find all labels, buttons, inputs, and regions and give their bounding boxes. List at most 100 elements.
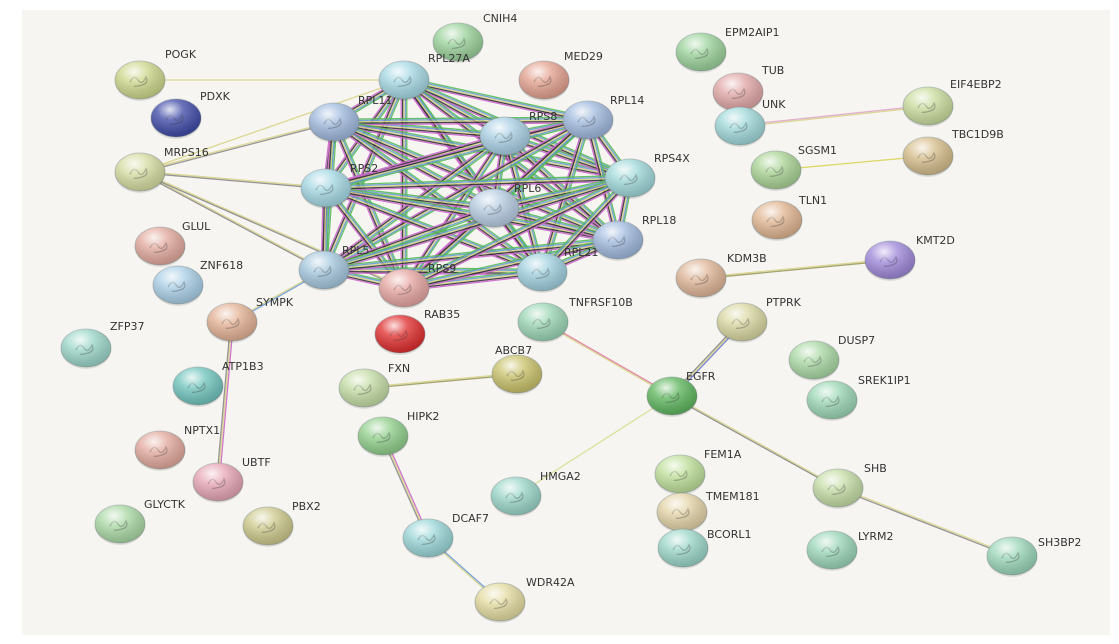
node-sympk[interactable]: SYMPK (206, 296, 294, 343)
node-label-nptx1: NPTX1 (184, 424, 220, 437)
node-label-epm2aip1: EPM2AIP1 (725, 26, 779, 39)
node-gloss (403, 519, 453, 557)
node-label-srek1ip1: SREK1IP1 (858, 374, 911, 387)
node-dusp7[interactable]: DUSP7 (788, 334, 875, 381)
evidence-line (217, 321, 233, 483)
node-gloss (193, 463, 243, 501)
node-rpl11[interactable]: RPL11 (308, 94, 392, 143)
node-zfp37[interactable]: ZFP37 (60, 320, 145, 369)
node-znf618[interactable]: ZNF618 (152, 259, 243, 306)
node-gloss (151, 99, 201, 137)
evidence-line (404, 77, 589, 120)
node-rps9[interactable]: RPS9 (378, 262, 456, 309)
interaction-edge-shb-sh3bp2 (837, 486, 1013, 558)
node-label-fem1a: FEM1A (704, 448, 742, 461)
node-gloss (605, 159, 655, 197)
node-label-lyrm2: LYRM2 (858, 530, 894, 543)
node-label-ptprk: PTPRK (766, 296, 802, 309)
node-gloss (95, 505, 145, 543)
node-sh3bp2[interactable]: SH3BP2 (986, 536, 1081, 577)
evidence-line (405, 78, 545, 271)
node-label-eif4ebp2: EIF4EBP2 (950, 78, 1002, 91)
node-tln1[interactable]: TLN1 (751, 194, 827, 241)
node-label-hipk2: HIPK2 (407, 410, 439, 423)
node-gloss (135, 227, 185, 265)
node-gloss (658, 529, 708, 567)
node-gloss (593, 221, 643, 259)
node-rps2[interactable]: RPS2 (300, 162, 378, 209)
evidence-line (325, 177, 631, 189)
node-rpl27a[interactable]: RPL27A (378, 52, 470, 101)
node-label-rps9: RPS9 (428, 262, 456, 275)
node-glyctk[interactable]: GLYCTK (94, 498, 186, 545)
evidence-line (700, 258, 890, 278)
evidence-line (333, 119, 589, 123)
evidence-line (403, 79, 589, 121)
node-label-rpl18: RPL18 (642, 214, 676, 227)
evidence-line (323, 135, 506, 271)
node-sgsm1[interactable]: SGSM1 (750, 144, 837, 191)
node-rpl18[interactable]: RPL18 (592, 214, 676, 261)
node-gloss (676, 33, 726, 71)
node-tub[interactable]: TUB (712, 64, 784, 113)
interaction-edge-tnfrsf10b-egfr (542, 320, 673, 398)
evidence-line (405, 137, 508, 290)
node-rpl21[interactable]: RPL21 (516, 246, 598, 293)
node-srek1ip1[interactable]: SREK1IP1 (806, 374, 911, 421)
interaction-edge-rpl14-rps2 (325, 116, 589, 192)
node-lyrm2[interactable]: LYRM2 (806, 530, 894, 571)
node-hmga2[interactable]: HMGA2 (490, 470, 581, 517)
node-label-rpl27a: RPL27A (428, 52, 470, 65)
node-unk[interactable]: UNK (714, 98, 786, 147)
node-tmem181[interactable]: TMEM181 (656, 490, 760, 533)
node-eif4ebp2[interactable]: EIF4EBP2 (902, 78, 1002, 127)
node-tnfrsf10b[interactable]: TNFRSF10B (517, 296, 633, 343)
node-ubtf[interactable]: UBTF (192, 456, 271, 503)
node-kmt2d[interactable]: KMT2D (864, 234, 955, 281)
node-label-fxn: FXN (388, 362, 410, 375)
node-gloss (309, 103, 359, 141)
node-gloss (207, 303, 257, 341)
node-label-rpl6: RPL6 (514, 182, 541, 195)
node-rpl6[interactable]: RPL6 (468, 182, 541, 229)
node-atp1b3[interactable]: ATP1B3 (172, 360, 264, 407)
node-fxn[interactable]: FXN (338, 362, 410, 409)
node-pogk[interactable]: POGK (114, 48, 197, 101)
node-gloss (807, 381, 857, 419)
node-cnih4[interactable]: CNIH4 (432, 12, 517, 63)
interaction-edge-egfr-shb (671, 394, 839, 490)
node-rpl14[interactable]: RPL14 (562, 94, 644, 141)
node-rps8[interactable]: RPS8 (479, 110, 557, 157)
node-epm2aip1[interactable]: EPM2AIP1 (675, 26, 779, 73)
node-abcb7[interactable]: ABCB7 (491, 344, 543, 395)
node-label-sh3bp2: SH3BP2 (1038, 536, 1081, 549)
node-shb[interactable]: SHB (812, 462, 887, 509)
node-tbc1d9b[interactable]: TBC1D9B (902, 128, 1004, 177)
node-dcaf7[interactable]: DCAF7 (402, 512, 489, 559)
node-bcorl1[interactable]: BCORL1 (657, 528, 751, 569)
node-label-bcorl1: BCORL1 (707, 528, 751, 541)
node-nptx1[interactable]: NPTX1 (134, 424, 220, 471)
node-gloss (807, 531, 857, 569)
node-pdxk[interactable]: PDXK (150, 90, 231, 139)
evidence-line (139, 120, 334, 172)
evidence-line (323, 177, 631, 271)
node-label-tbc1d9b: TBC1D9B (951, 128, 1004, 141)
node-label-sgsm1: SGSM1 (798, 144, 837, 157)
node-rab35[interactable]: RAB35 (374, 308, 460, 355)
evidence-line (335, 119, 544, 271)
node-egfr[interactable]: EGFR (646, 370, 716, 417)
node-gloss (153, 266, 203, 304)
node-fem1a[interactable]: FEM1A (654, 448, 742, 495)
node-mrps16[interactable]: MRPS16 (114, 146, 209, 193)
node-label-tnfrsf10b: TNFRSF10B (568, 296, 633, 309)
node-rps4x[interactable]: RPS4X (604, 152, 690, 199)
node-ptprk[interactable]: PTPRK (716, 296, 802, 343)
node-pbx2[interactable]: PBX2 (242, 500, 321, 547)
node-glul[interactable]: GLUL (134, 220, 211, 267)
node-hipk2[interactable]: HIPK2 (357, 410, 439, 457)
node-med29[interactable]: MED29 (518, 50, 603, 101)
node-rpl5[interactable]: RPL5 (298, 244, 369, 291)
node-kdm3b[interactable]: KDM3B (675, 252, 767, 299)
node-wdr42a[interactable]: WDR42A (474, 576, 575, 623)
